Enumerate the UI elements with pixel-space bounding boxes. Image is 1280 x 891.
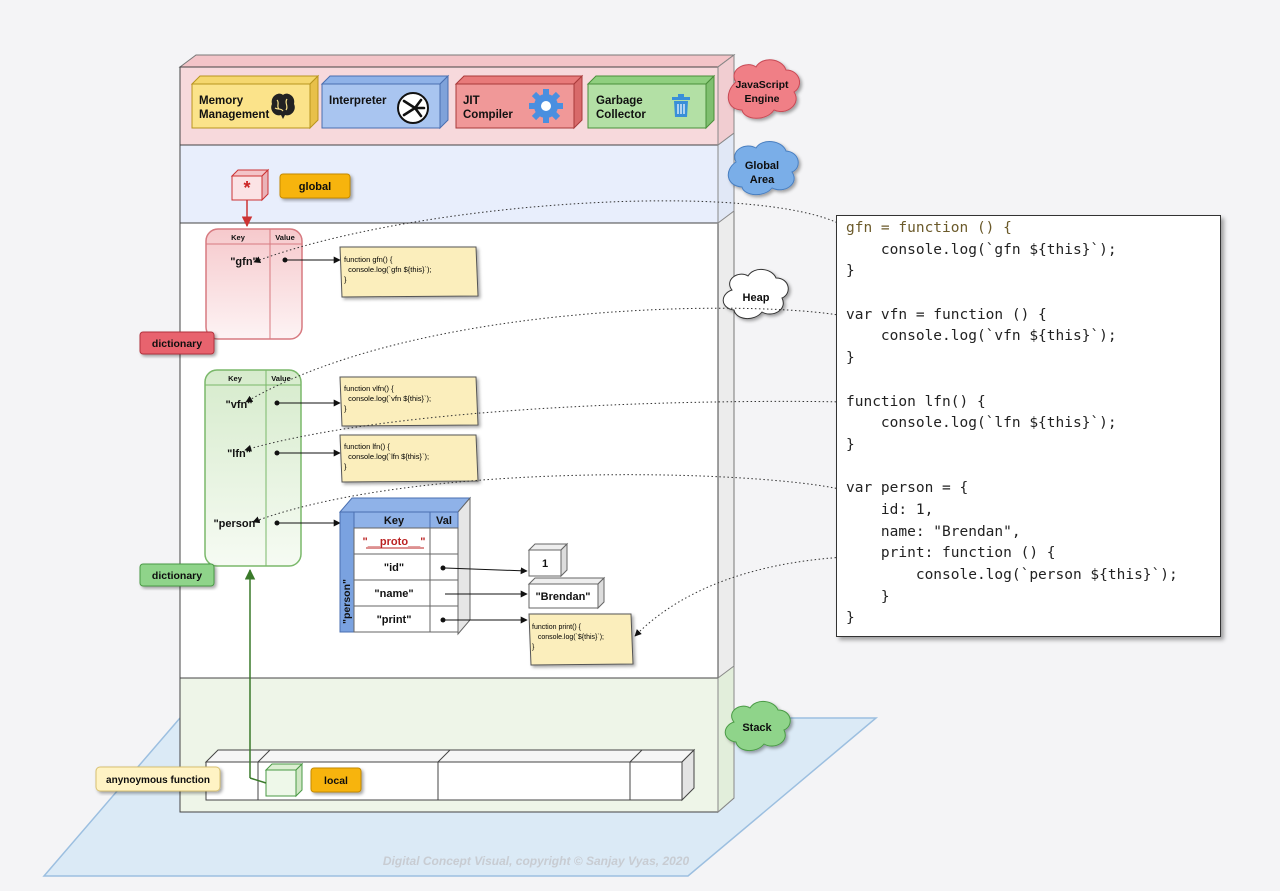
anonymous-function-label: anynoymous function: [106, 775, 210, 786]
code-line: var vfn = function () {: [846, 306, 1047, 323]
local-dictionary-tag: dictionary: [139, 563, 215, 587]
heap-cloud-label: Heap: [743, 292, 770, 304]
person-side-label: "person": [341, 579, 353, 624]
code-line: console.log(`lfn ${this}`);: [846, 415, 1117, 432]
jit-compiler-box: JIT Compiler: [454, 74, 584, 130]
print-note-line-3: }: [532, 644, 535, 651]
global-star: *: [243, 178, 250, 198]
global-dictionary-tag: dictionary: [139, 331, 215, 355]
local-dictionary: Key Value "vfn" "lfn" "person": [204, 369, 302, 567]
code-line: var person = {: [846, 480, 969, 497]
copyright-text: Digital Concept Visual, copyright © Sanj…: [383, 854, 690, 868]
gfn-connector: [253, 200, 845, 264]
global-tag-label: global: [299, 181, 331, 193]
stack-cloud: Stack: [724, 701, 791, 751]
engine-cloud-label-2: Engine: [744, 93, 779, 105]
name-value-cube: "Brendan": [527, 576, 606, 610]
global-dictionary: Key Value "gfn": [205, 228, 303, 340]
local-dict-key-header: Key: [228, 374, 243, 383]
global-cloud-label-2: Area: [750, 174, 775, 186]
local-dict-value-header: Value: [271, 374, 291, 383]
lfn-note-line-3: }: [344, 462, 347, 471]
name-key: "name": [374, 588, 413, 600]
id-value: 1: [542, 558, 548, 570]
trash-icon: [672, 94, 690, 117]
interpreter-icon: [397, 92, 429, 124]
local-tag: local: [310, 767, 362, 793]
interpreter-box: Interpreter: [320, 74, 450, 130]
id-key: "id": [384, 562, 404, 574]
global-dict-value-header: Value: [275, 233, 295, 242]
name-value: "Brendan": [535, 591, 590, 603]
engine-box-top: [178, 54, 736, 68]
person-val-header: Val: [436, 515, 452, 527]
memory-management-box: Memory Management: [190, 74, 320, 130]
code-line: console.log(`vfn ${this}`);: [846, 328, 1117, 345]
code-line: }: [846, 610, 855, 627]
proto-key: "__proto__": [362, 536, 425, 548]
person-key: "person": [213, 518, 260, 530]
print-function-note: function print() { console.log(`${this}`…: [528, 613, 634, 666]
code-line: }: [846, 436, 855, 453]
vfn-note-line-1: function vlfn() {: [344, 384, 394, 393]
gfn-key: "gfn": [230, 256, 258, 268]
code-line: id: 1,: [846, 501, 934, 518]
jit-label-2: Compiler: [463, 109, 513, 121]
global-dictionary-tag-label: dictionary: [152, 338, 202, 350]
gfn-note-line-3: }: [344, 275, 347, 284]
lfn-note-line-1: function lfn() {: [344, 442, 390, 451]
code-line: }: [846, 350, 855, 367]
print-note-line-1: function print() {: [532, 624, 582, 631]
local-dictionary-tag-label: dictionary: [152, 570, 202, 582]
garbage-collector-box: Garbage Collector: [586, 74, 716, 130]
person-key-header: Key: [384, 515, 405, 527]
jit-label-1: JIT: [463, 95, 480, 107]
print-key: "print": [377, 614, 412, 626]
gfn-function-note: function gfn() { console.log(`gfn ${this…: [339, 246, 479, 298]
memory-label-1: Memory: [199, 95, 244, 107]
gc-label-1: Garbage: [596, 95, 643, 107]
global-object-cube: *: [230, 168, 270, 202]
engine-cloud-label-1: JavaScript: [735, 79, 789, 91]
code-line: }: [846, 588, 890, 605]
code-line: name: "Brendan",: [846, 523, 1021, 540]
person-connector: [252, 474, 845, 524]
lfn-function-note: function lfn() { console.log(`lfn ${this…: [339, 434, 479, 483]
print-note-line-2: console.log(`${this}`);: [532, 634, 604, 641]
person-object-table: "person" Key Val "__proto__" "id" "name"…: [338, 496, 472, 636]
interpreter-label: Interpreter: [329, 95, 387, 107]
brain-icon: [271, 93, 295, 119]
heap-cloud: Heap: [722, 269, 789, 319]
vfn-key: "vfn": [226, 399, 253, 411]
code-line: console.log(`gfn ${this}`);: [846, 241, 1117, 258]
anonymous-function-tag: anynoymous function: [95, 766, 221, 792]
local-scope-cube: [264, 762, 304, 798]
code-line: function lfn() {: [846, 393, 986, 410]
id-value-cube: 1: [527, 542, 569, 578]
gear-icon: [529, 89, 563, 123]
print-connector: [634, 555, 881, 637]
javascript-engine-cloud: JavaScript Engine: [727, 59, 801, 119]
gfn-note-line-2: console.log(`gfn ${this}`);: [344, 265, 432, 274]
local-tag-label: local: [324, 775, 348, 787]
code-line: console.log(`person ${this}`);: [846, 567, 1178, 583]
global-cloud-label-1: Global: [745, 160, 779, 172]
code-line: gfn = function () {: [846, 220, 1012, 236]
vfn-note-line-2: console.log(`vfn ${this}`);: [344, 394, 431, 403]
memory-label-2: Management: [199, 109, 269, 121]
global-area-cloud: Global Area: [727, 141, 799, 196]
code-line: }: [846, 263, 855, 280]
stack-cloud-label: Stack: [742, 722, 772, 734]
vfn-function-note: function vlfn() { console.log(`vfn ${thi…: [339, 376, 479, 427]
vfn-note-line-3: }: [344, 404, 347, 413]
global-dict-key-header: Key: [231, 233, 246, 242]
lfn-note-line-2: console.log(`lfn ${this}`);: [344, 452, 429, 461]
source-code-panel: gfn = function () { console.log(`gfn ${t…: [836, 215, 1221, 637]
global-tag: global: [279, 173, 351, 199]
source-code: gfn = function () { console.log(`gfn ${t…: [846, 218, 1178, 630]
code-line: print: function () {: [846, 545, 1056, 562]
gc-label-2: Collector: [596, 109, 646, 121]
gfn-note-line-1: function gfn() {: [344, 255, 393, 264]
